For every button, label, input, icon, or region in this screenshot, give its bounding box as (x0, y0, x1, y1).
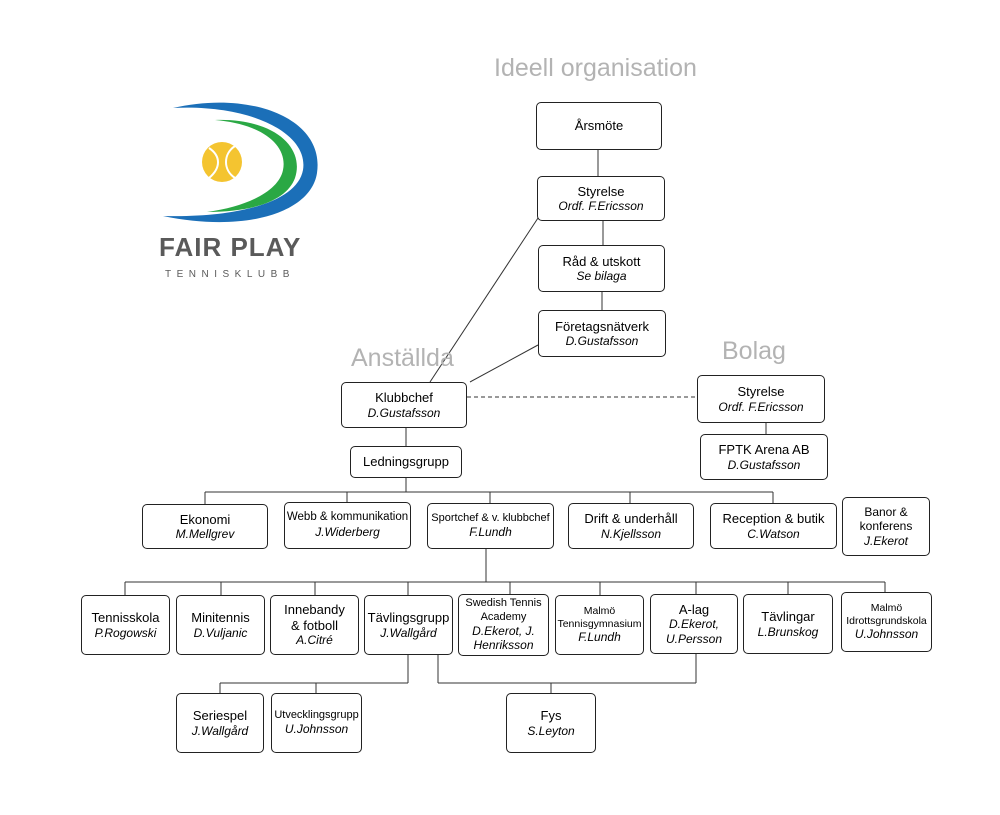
node-title: Malmö Idrottsgrundskola (846, 602, 927, 627)
node-title: Styrelse (737, 384, 785, 399)
node-sub: F.Lundh (578, 630, 621, 645)
node-sub: L.Brunskog (757, 624, 819, 639)
heading-anstallda: Anställda (351, 344, 454, 372)
logo-swoosh-green (207, 119, 297, 212)
node-reception: Reception & butik C.Watson (710, 503, 837, 549)
node-innebandy: Innebandy & fotboll A.Citré (270, 595, 359, 655)
node-bolag-styrelse: Styrelse Ordf. F.Ericsson (697, 375, 825, 423)
node-drift: Drift & underhåll N.Kjellsson (568, 503, 694, 549)
node-alag: A-lag D.Ekerot, U.Persson (650, 594, 738, 654)
node-styrelse: Styrelse Ordf. F.Ericsson (537, 176, 665, 221)
node-sub: D.Gustafsson (727, 457, 801, 472)
node-sub: M.Mellgrev (175, 527, 235, 542)
node-title: Utvecklingsgrupp (274, 709, 359, 722)
node-title: A-lag (678, 601, 710, 617)
node-sub: S.Leyton (527, 723, 575, 738)
node-title: Tävlingsgrupp (367, 610, 450, 625)
node-title: Reception & butik (722, 511, 825, 526)
node-sub: U.Johnsson (284, 722, 349, 737)
node-sub: C.Watson (747, 526, 800, 541)
node-sub: D.Gustafsson (367, 405, 441, 420)
node-ledning: Ledningsgrupp (350, 446, 462, 478)
tennis-ball-icon (202, 142, 242, 182)
node-fptk: FPTK Arena AB D.Gustafsson (700, 434, 828, 480)
node-fys: Fys S.Leyton (506, 693, 596, 753)
node-sub: J.Widerberg (315, 525, 380, 540)
connector-line (429, 214, 541, 383)
node-title: Fys (540, 708, 562, 723)
node-sub: D.Ekerot, J. Henriksson (472, 623, 535, 653)
node-arsmote: Årsmöte (536, 102, 662, 150)
node-title: Banor & konferens (859, 504, 913, 534)
node-sub: D.Vuljanic (193, 625, 248, 640)
node-sub: Ordf. F.Ericsson (718, 399, 804, 414)
node-title: Swedish Tennis Academy (465, 597, 542, 623)
node-sub: J.Wallgård (380, 625, 437, 640)
node-title: Årsmöte (574, 118, 624, 134)
node-tavlingsgrupp: Tävlingsgrupp J.Wallgård (364, 595, 453, 655)
heading-ideell: Ideell organisation (494, 54, 697, 82)
node-sub: P.Rogowski (94, 625, 157, 640)
node-title: Ledningsgrupp (362, 454, 450, 470)
node-sportchef: Sportchef & v. klubbchef F.Lundh (427, 503, 554, 549)
node-sub: D.Ekerot, U.Persson (665, 617, 723, 646)
node-klubbchef: Klubbchef D.Gustafsson (341, 382, 467, 428)
node-tennisskola: Tennisskola P.Rogowski (81, 595, 170, 655)
node-sub: J.Ekerot (863, 533, 908, 548)
node-seriespel: Seriespel J.Wallgård (176, 693, 264, 753)
logo-tagline: TENNISKLUBB (165, 269, 295, 280)
node-rad: Råd & utskott Se bilaga (538, 245, 665, 292)
node-utveckling: Utvecklingsgrupp U.Johnsson (271, 693, 362, 753)
fair-play-logo: FAIR PLAY TENNISKLUBB (159, 102, 318, 280)
node-title: Innebandy & fotboll (284, 602, 345, 633)
heading-bolag: Bolag (722, 337, 786, 365)
node-title: Malmö Tennisgymnasium (557, 605, 642, 630)
node-sub: D.Gustafsson (565, 334, 639, 349)
node-title: Minitennis (191, 610, 250, 625)
node-banor: Banor & konferens J.Ekerot (842, 497, 930, 556)
node-gymnasium: Malmö Tennisgymnasium F.Lundh (555, 595, 644, 655)
node-title: Ekonomi (179, 511, 231, 527)
node-title: Tennisskola (91, 610, 160, 625)
node-title: Styrelse (577, 183, 625, 199)
node-title: Webb & kommunikation (286, 511, 409, 524)
connector-line (469, 344, 539, 383)
node-title: Drift & underhåll (584, 511, 678, 526)
node-tavlingar: Tävlingar L.Brunskog (743, 594, 833, 654)
node-foretag: Företagsnätverk D.Gustafsson (538, 310, 666, 357)
node-title: FPTK Arena AB (718, 442, 810, 457)
node-sub: U.Johnsson (854, 627, 919, 642)
node-sub: Se bilaga (576, 269, 627, 284)
node-sta: Swedish Tennis Academy D.Ekerot, J. Henr… (458, 594, 549, 656)
node-sub: Ordf. F.Ericsson (558, 199, 644, 214)
node-sub: N.Kjellsson (600, 526, 662, 541)
node-sub: A.Citré (296, 633, 333, 648)
node-webb: Webb & kommunikation J.Widerberg (284, 502, 411, 549)
node-title: Råd & utskott (562, 253, 641, 269)
node-sub: J.Wallgård (191, 723, 249, 738)
node-idrott: Malmö Idrottsgrundskola U.Johnsson (841, 592, 932, 652)
node-title: Företagsnätverk (555, 318, 649, 334)
node-ekonomi: Ekonomi M.Mellgrev (142, 504, 268, 549)
node-title: Klubbchef (375, 390, 433, 405)
node-title: Sportchef & v. klubbchef (431, 512, 550, 525)
node-title: Tävlingar (761, 609, 815, 624)
node-title: Seriespel (192, 708, 248, 723)
node-minitennis: Minitennis D.Vuljanic (176, 595, 265, 655)
node-sub: F.Lundh (469, 525, 512, 540)
logo-name: FAIR PLAY (159, 232, 301, 262)
